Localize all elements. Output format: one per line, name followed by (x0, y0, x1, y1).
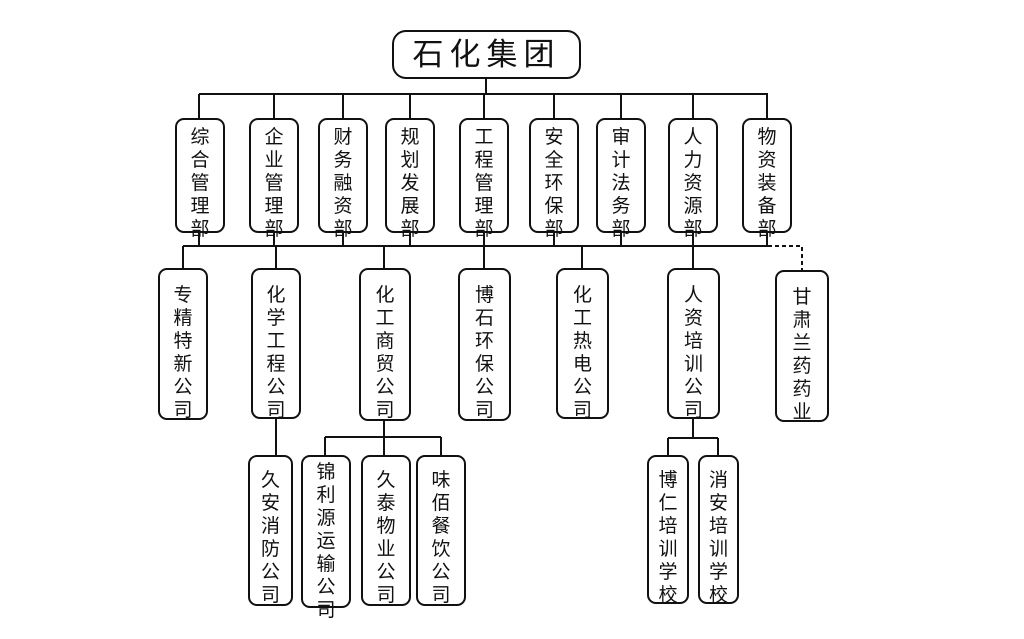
dept-node: 审计法务部 (596, 118, 646, 240)
subsidiary-node: 久泰物业公司 (361, 455, 411, 606)
subsidiary-node: 久安消防公司 (248, 455, 293, 606)
dept-node: 财务融资部 (318, 118, 368, 240)
dept-label: 企业管理部 (264, 126, 284, 240)
dept-node: 综合管理部 (175, 118, 225, 240)
company-node: 化学工程公司 (251, 268, 301, 421)
company-node: 博石环保公司 (458, 268, 511, 421)
company-node: 甘肃兰药药业 (775, 270, 829, 423)
subsidiary-node: 博仁培训学校 (647, 455, 689, 606)
subsidiary-node: 锦利源运输公司 (301, 455, 351, 621)
dept-label: 财务融资部 (333, 126, 353, 240)
dept-label: 物资装备部 (757, 126, 777, 240)
company-label: 人资培训公司 (684, 284, 704, 421)
root-node: 石化集团 (392, 30, 581, 79)
subsidiary-label: 久泰物业公司 (376, 469, 396, 606)
dept-node: 工程管理部 (459, 118, 509, 240)
subsidiary-label: 消安培训学校 (709, 469, 729, 606)
company-node: 化工热电公司 (556, 268, 609, 421)
company-label: 化学工程公司 (266, 284, 286, 421)
dept-node: 规划发展部 (385, 118, 435, 240)
subsidiary-label: 博仁培训学校 (658, 469, 678, 606)
dept-node: 安全环保部 (529, 118, 579, 240)
dept-label: 综合管理部 (190, 126, 210, 240)
subsidiary-node: 消安培训学校 (698, 455, 739, 606)
company-node: 专精特新公司 (158, 268, 208, 421)
root-label: 石化集团 (412, 36, 561, 73)
dept-label: 审计法务部 (611, 126, 631, 240)
company-label: 化工热电公司 (573, 284, 593, 421)
dept-node: 物资装备部 (742, 118, 792, 240)
company-label: 甘肃兰药药业 (792, 286, 812, 423)
dept-label: 安全环保部 (544, 126, 564, 240)
dept-node: 企业管理部 (249, 118, 299, 240)
dept-label: 规划发展部 (400, 126, 420, 240)
dept-label: 工程管理部 (474, 126, 494, 240)
subsidiary-label: 锦利源运输公司 (316, 461, 336, 621)
company-label: 化工商贸公司 (375, 284, 395, 421)
subsidiary-label: 久安消防公司 (261, 469, 281, 606)
dept-label: 人力资源部 (683, 126, 703, 240)
company-node: 人资培训公司 (667, 268, 720, 421)
subsidiary-node: 味佰餐饮公司 (416, 455, 466, 606)
company-label: 专精特新公司 (173, 284, 193, 421)
subsidiary-label: 味佰餐饮公司 (431, 469, 451, 606)
company-label: 博石环保公司 (475, 284, 495, 421)
company-node: 化工商贸公司 (359, 268, 411, 421)
dept-node: 人力资源部 (668, 118, 718, 240)
